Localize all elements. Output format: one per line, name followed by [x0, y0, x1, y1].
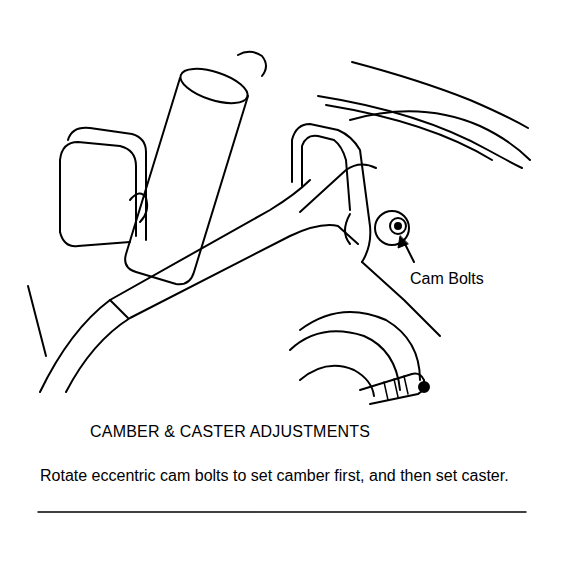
tie-rod — [360, 374, 424, 404]
control-arm — [110, 300, 128, 318]
caption-rule — [38, 511, 526, 513]
right-bracket — [302, 136, 350, 210]
figure-title: CAMBER & CASTER ADJUSTMENTS — [90, 423, 370, 441]
pivot-bushing — [130, 193, 147, 222]
frame-line — [352, 62, 528, 128]
hub — [300, 366, 374, 396]
cam-bolt — [390, 218, 406, 234]
left-bracket — [28, 286, 46, 356]
left-bracket — [60, 142, 136, 236]
figure-caption: Rotate eccentric cam bolts to set camber… — [40, 466, 520, 485]
right-bracket — [350, 111, 530, 160]
cam-bolt-head — [395, 223, 401, 229]
shock-absorber — [125, 78, 248, 284]
pivot-bushing — [345, 214, 350, 244]
right-bracket — [292, 124, 370, 262]
tie-rod-nut — [419, 382, 429, 392]
left-bracket — [60, 232, 130, 246]
leader-arrowhead — [398, 236, 408, 248]
frame-line — [326, 105, 492, 160]
brake-rotor — [290, 331, 400, 390]
control-arm — [66, 225, 358, 392]
spring-seat — [238, 52, 266, 76]
shock-absorber-top — [176, 62, 251, 110]
part-label: Cam Bolts — [408, 270, 486, 288]
tie-rod-boot — [384, 376, 408, 400]
control-arm — [40, 180, 310, 392]
